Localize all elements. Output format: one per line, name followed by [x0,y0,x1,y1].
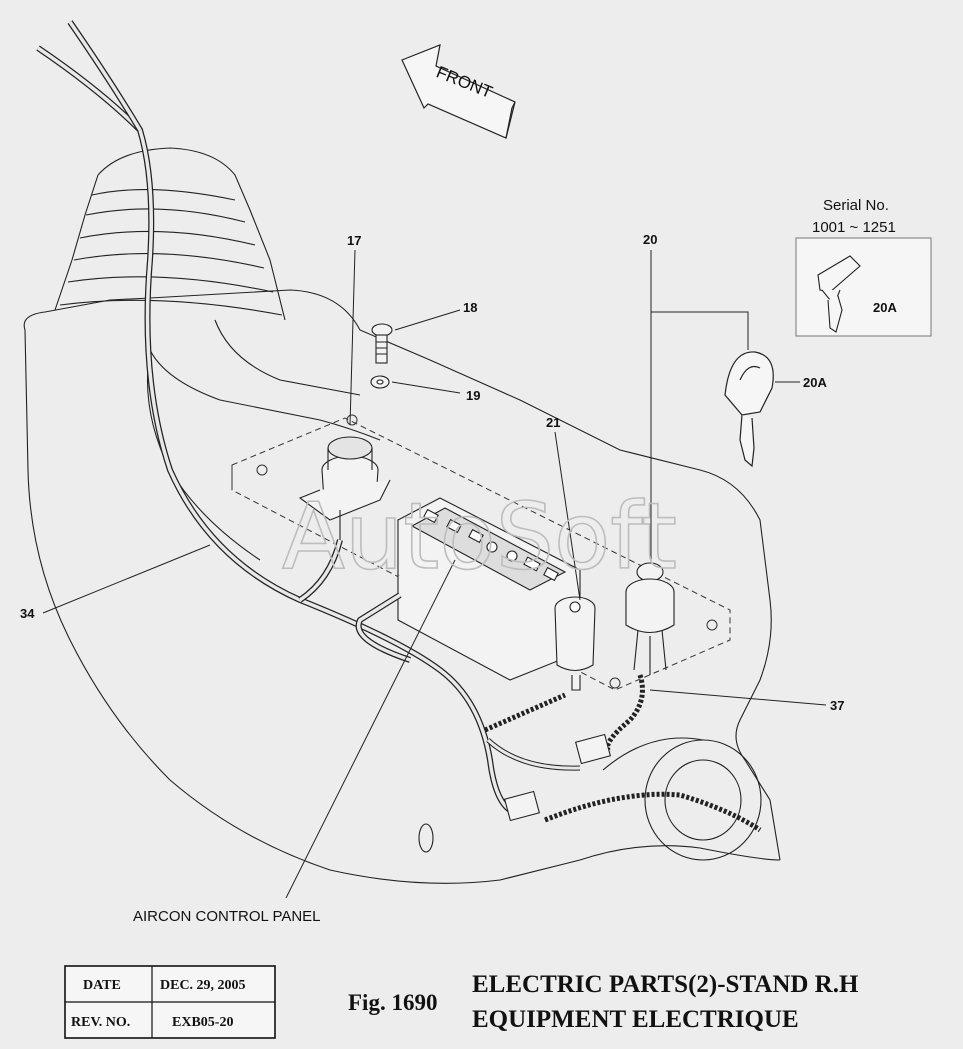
figure-title-fr: EQUIPMENT ELECTRIQUE [472,1006,799,1033]
leader-lines [42,249,827,899]
key-part-20a-old [817,255,861,333]
date-value: DEC. 29, 2005 [160,978,246,993]
watermark: AutoSoft [282,483,677,590]
serial-part-label: 20A [873,300,897,315]
lever-boot [54,147,286,321]
figure-number: Fig. 1690 [348,990,437,1015]
rev-value: EXB05-20 [172,1015,233,1030]
lighter-part-17 [298,436,391,540]
bolt-part-18 [371,323,393,364]
key-switch-part-20 [625,562,675,675]
harness-part-34 [36,20,581,813]
callout-21: 21 [546,415,560,430]
date-label: DATE [83,978,121,993]
callout-37: 37 [830,698,844,713]
mount-plate [231,414,731,691]
callout-18: 18 [463,300,477,315]
socket-part-21 [554,596,596,691]
front-arrow: FRONT [401,44,516,139]
callout-20: 20 [643,232,657,247]
connector [503,733,612,822]
callout-19: 19 [466,388,480,403]
info-table: DATE DEC. 29, 2005 REV. NO. EXB05-20 [64,965,276,1039]
key-part-20a [724,351,774,468]
serial-range: 1001 ~ 1251 [812,219,896,236]
serial-title: Serial No. [823,197,889,214]
harness-part-37 [544,674,762,833]
callout-17: 17 [347,233,361,248]
aircon-panel-label: AIRCON CONTROL PANEL [133,908,321,925]
callout-34: 34 [20,606,35,621]
washer-part-19 [370,375,390,389]
aircon-control-panel [397,497,581,681]
figure-title-en: ELECTRIC PARTS(2)-STAND R.H [472,971,859,998]
rev-label: REV. NO. [71,1015,130,1030]
serial-inset: Serial No. 1001 ~ 1251 20A [795,197,932,337]
callout-20a: 20A [803,375,827,390]
